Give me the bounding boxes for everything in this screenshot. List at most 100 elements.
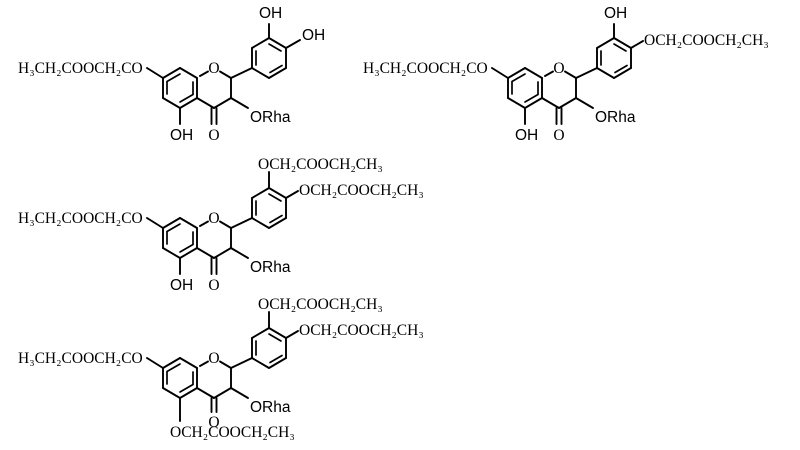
structure-3-b-ring-double-3 [269, 214, 283, 224]
structure-4-bond-c3-orha [230, 387, 249, 399]
structure-1-bond-o7-c7 [146, 67, 164, 79]
structure-2-b-ring-bond-4 [613, 37, 632, 49]
structure-2-a-ring-double-4 [524, 93, 539, 103]
structure-4-b-ring-double-3 [269, 354, 283, 364]
structure-4-keto-oxygen-label: O [208, 414, 219, 431]
structure-3-keto-oxygen-label: O [208, 277, 219, 294]
structure-3-a-ring-double-1 [166, 223, 181, 233]
structure-1-a-ring-bond-4 [179, 97, 198, 109]
structure-4-a-ring-bond-1 [162, 357, 181, 369]
structure-3-a-ring-bond-4 [179, 247, 198, 259]
structure-4-rhamnoside-label: ORha [250, 399, 291, 416]
structure-3-b-ring-bond-2 [268, 217, 287, 229]
structure-1-bond-c4-c4a [196, 97, 215, 109]
structure-4: H₃CH₂COOCH₂CO O O OCH₂COOCH₂CH₃ ORha [18, 296, 424, 441]
structure-1-a-ring-bond-5 [162, 97, 181, 109]
structure-2-a-ring-bond-5 [507, 97, 526, 109]
structure-2-a-ring-bond-1 [507, 67, 526, 79]
structure-1-a-ring-bond-2 [179, 67, 198, 79]
structure-4-ester-3prime-label: OCH₂COOCH₂CH₃ [258, 296, 383, 313]
structure-1-keto-oxygen-label: O [208, 127, 219, 144]
structure-4-b-ring-double-2 [268, 333, 282, 342]
structure-2-bond-o1-c2 [564, 70, 577, 79]
structure-1-a-ring-double-4 [179, 93, 194, 103]
structure-3-bond-c3-orha [230, 247, 249, 259]
structure-1-rhamnoside-label: ORha [250, 109, 291, 126]
structure-4-bond-4prime-ester [285, 330, 299, 339]
structure-2-a-ring-double-1 [511, 73, 526, 83]
structure-1-bond-c2-bring [230, 67, 253, 79]
structure-3-bond-c3-c4 [213, 247, 232, 259]
structure-3-ring-oxygen-label: O [208, 210, 219, 227]
structure-1: H₃CH₂COOCH₂CO O O OH ORha [18, 5, 325, 144]
structure-4-b-ring-bond-4 [268, 327, 287, 339]
structure-2-bond-c8a-o1 [544, 70, 554, 77]
structure-2-hydroxyl-3prime-label: OH [604, 5, 627, 22]
structure-2-bond-c3-c4 [558, 97, 577, 109]
structure-4-bond-c4-c4a [196, 387, 215, 399]
structure-2-bond-c3-orha [575, 97, 594, 109]
structure-2-b-ring-bond-2 [613, 67, 632, 79]
structure-1-bond-c8a-o1 [199, 70, 209, 77]
structure-1-b-ring-bond-1 [251, 67, 270, 79]
structure-2-keto-oxygen-label: O [553, 127, 564, 144]
structure-3-a-ring-double-4 [179, 243, 194, 253]
structure-1-a-ring-double-1 [166, 73, 181, 83]
structure-3-rhamnoside-label: ORha [250, 259, 291, 276]
structure-1-bond-c3-orha [230, 97, 249, 109]
structure-3-bond-o1-c2 [219, 220, 232, 229]
structure-2-hydroxyl-5-label: OH [515, 127, 538, 144]
structure-4-bond-c8a-o1 [199, 360, 209, 367]
structure-1-b-ring-double-3 [269, 64, 283, 74]
structure-4-bond-o1-c2 [219, 360, 232, 369]
structure-1-b-ring-bond-5 [251, 37, 270, 49]
structure-2-a-ring-bond-4 [524, 97, 543, 109]
structure-4-ring-oxygen-label: O [208, 350, 219, 367]
structure-2-ring-oxygen-label: O [553, 60, 564, 77]
structure-3-bond-c2-bring [230, 217, 253, 229]
structure-3: H₃CH₂COOCH₂CO O O OH ORha [18, 156, 424, 294]
structure-4-ester-5-label: OCH₂COOCH₂CH₃ [170, 424, 295, 441]
structure-4-a-ring-bond-4 [179, 387, 198, 399]
structure-3-a-ring-bond-1 [162, 217, 181, 229]
structure-1-bond-4prime-oh [285, 39, 301, 49]
structure-3-ester-3prime-label: OCH₂COOCH₂CH₃ [258, 156, 383, 173]
structure-4-a-ring-bond-2 [179, 357, 198, 369]
structure-2-rhamnoside-label: ORha [595, 109, 636, 126]
structure-2-b-ring-bond-5 [596, 37, 615, 49]
structure-4-a-ring-bond-5 [162, 387, 181, 399]
structure-1-left-chain-label: H₃CH₂COOCH₂CO [18, 60, 143, 77]
structure-4-b-ring-bond-5 [251, 327, 270, 339]
structure-2-ester-4prime-label: OCH₂COOCH₂CH₃ [644, 32, 769, 49]
structure-1-b-ring-double-2 [268, 43, 282, 52]
structure-2-bond-c2-bring [575, 67, 598, 79]
structure-4-a-ring-double-1 [166, 363, 181, 373]
structure-2-b-ring-double-2 [613, 43, 627, 52]
structure-3-left-chain-label: H₃CH₂COOCH₂CO [18, 210, 143, 227]
structure-1-a-ring-bond-1 [162, 67, 181, 79]
structure-1-bond-c3-c4 [213, 97, 232, 109]
structure-4-bond-c3-c4 [213, 387, 232, 399]
structure-1-hydroxyl-5-label: OH [170, 127, 193, 144]
structure-4-b-ring-bond-1 [251, 357, 270, 369]
structure-1-b-ring-bond-4 [268, 37, 287, 49]
structure-4-left-chain-label: H₃CH₂COOCH₂CO [18, 350, 143, 367]
structure-4-bond-o7-c7 [146, 357, 164, 369]
structure-3-bond-c8a-o1 [199, 220, 209, 227]
structure-1-ring-oxygen-label: O [208, 60, 219, 77]
structure-3-b-ring-bond-4 [268, 187, 287, 199]
structure-1-hydroxyl-4prime-label: OH [302, 27, 325, 44]
structure-4-bond-c2-bring [230, 357, 253, 369]
structure-3-bond-4prime-ester [285, 190, 299, 199]
structure-1-hydroxyl-3prime-label: OH [259, 5, 282, 22]
structure-4-b-ring-bond-2 [268, 357, 287, 369]
structure-2-left-chain-label: H₃CH₂COOCH₂CO [363, 60, 488, 77]
structure-3-a-ring-bond-2 [179, 217, 198, 229]
structure-3-ester-4prime-label: OCH₂COOCH₂CH₃ [299, 182, 424, 199]
structure-3-b-ring-bond-1 [251, 217, 270, 229]
structure-4-ester-4prime-label: OCH₂COOCH₂CH₃ [299, 322, 424, 339]
structure-3-b-ring-bond-5 [251, 187, 270, 199]
structure-3-bond-o7-c7 [146, 217, 164, 229]
structure-2-b-ring-bond-1 [596, 67, 615, 79]
